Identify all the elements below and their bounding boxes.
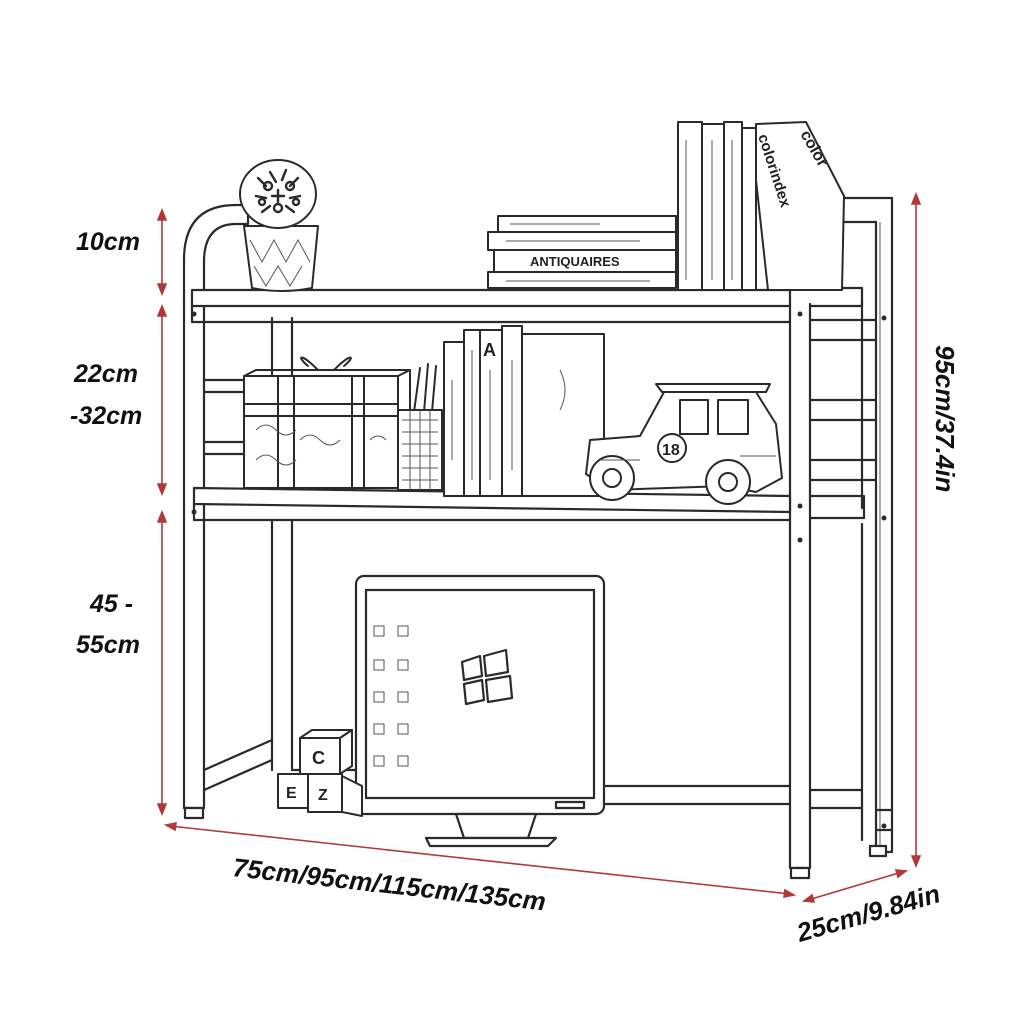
dim-arrow (910, 191, 922, 205)
dim-arrow (894, 869, 909, 879)
dim-arrow (156, 509, 168, 523)
label-total-height: 95cm/37.4in (930, 345, 960, 492)
jeep-wheel (589, 455, 635, 501)
dim-arrow (156, 803, 168, 817)
dim-arrow (910, 855, 922, 869)
book-title-antiquaires: ANTIQUAIRES (530, 254, 620, 269)
dim-arrow (783, 888, 797, 899)
label-middle-height-1: 22cm (73, 360, 138, 388)
dim-arrow (156, 283, 168, 297)
dim-arrow (801, 893, 816, 903)
dim-arrow (156, 207, 168, 221)
top-shelf (190, 288, 792, 308)
gift-box (243, 356, 411, 489)
plant-pot (243, 225, 319, 292)
block-z: Z (318, 787, 328, 804)
toy-blocks: C E Z (277, 729, 363, 817)
dimension-lines (156, 191, 922, 903)
dim-arrow (156, 303, 168, 317)
book-stack: ANTIQUAIRES (487, 215, 677, 289)
toy-jeep: 18 (585, 383, 783, 505)
right-front-leg (788, 302, 812, 870)
block-e: E (286, 785, 297, 802)
dim-arrow (156, 483, 168, 497)
jeep-wheel (705, 459, 751, 505)
left-front-leg (182, 300, 206, 810)
left-arc-frame (182, 203, 250, 304)
label-bottom-height-2: 55cm (76, 631, 140, 659)
dim-line-depth (807, 871, 903, 901)
label-middle-height-2: -32cm (70, 402, 142, 430)
label-bottom-height-1: 45 - (89, 590, 133, 618)
book-letter-a: A (483, 340, 496, 360)
potted-plant (239, 159, 319, 292)
block-c: C (312, 748, 325, 768)
dim-arrow (163, 821, 177, 832)
standing-books-top: colorindex color (677, 121, 845, 291)
pencil-cup (397, 363, 443, 491)
label-depth: 25cm/9.84in (792, 878, 943, 948)
jeep-number: 18 (662, 442, 680, 459)
label-top-height: 10cm (76, 228, 140, 256)
dim-line-width (169, 825, 791, 895)
computer-monitor (354, 574, 606, 848)
standing-books-middle: A (443, 325, 605, 497)
